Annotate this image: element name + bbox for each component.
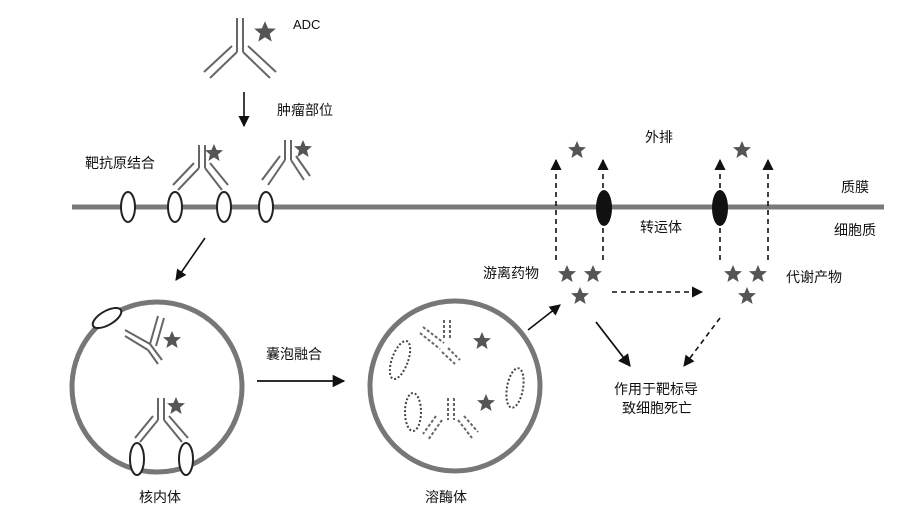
label-free-drug: 游离药物 xyxy=(483,266,539,282)
label-endosome: 核内体 xyxy=(139,490,181,506)
adc-payload-star-icon xyxy=(254,21,276,42)
lysosome xyxy=(367,298,543,474)
lysosome-fragment-left xyxy=(388,340,412,380)
endosome-receptor-bottom-left xyxy=(129,442,145,476)
label-target-effect-line1: 作用于靶标导 xyxy=(614,382,698,398)
free-drug-star-icon-2 xyxy=(584,265,602,282)
endosome xyxy=(69,299,245,475)
adc-antibody-top xyxy=(203,18,277,79)
antigen-receptor-2 xyxy=(167,191,183,223)
endosome-antibody-bottom xyxy=(134,398,189,443)
endosome-receptor-top xyxy=(91,306,123,330)
bound-antibody-1-star-icon xyxy=(205,144,223,161)
bound-antibody-2 xyxy=(261,140,311,186)
arrow-metabolite-to-effect xyxy=(683,317,721,367)
label-target-effect-line2: 致细胞死亡 xyxy=(622,401,692,417)
lysosome-fragment-bottom xyxy=(404,392,422,432)
lysosome-antibody-fragments xyxy=(419,320,479,441)
antigen-receptor-3 xyxy=(216,191,232,223)
antigen-receptor-4 xyxy=(258,191,274,223)
efflux-star-icon-right xyxy=(733,141,751,158)
endosome-receptor-bottom-right xyxy=(178,442,194,476)
label-cytoplasm: 细胞质 xyxy=(834,223,876,239)
free-drug-star-icon-1 xyxy=(558,265,576,282)
metabolite-star-icon-1 xyxy=(724,265,742,282)
metabolite-star-icon-3 xyxy=(738,287,756,304)
lysosome-fragment-right xyxy=(505,367,525,409)
endosome-antibody-top xyxy=(124,315,165,365)
metabolite-star-icon-2 xyxy=(749,265,767,282)
transporter-right xyxy=(712,190,728,226)
label-efflux: 外排 xyxy=(645,130,673,146)
arrow-release-drug xyxy=(527,304,561,331)
label-membrane: 质膜 xyxy=(841,180,869,196)
free-drug-star-icon-3 xyxy=(571,287,589,304)
label-metabolite: 代谢产物 xyxy=(786,270,842,286)
bound-antibody-1 xyxy=(172,145,229,191)
label-transporter: 转运体 xyxy=(640,220,682,236)
antigen-receptor-1 xyxy=(120,191,136,223)
label-adc: ADC xyxy=(293,17,321,32)
label-vesicle-fusion: 囊泡融合 xyxy=(266,347,322,363)
efflux-star-icon-left xyxy=(568,141,586,158)
label-antigen-binding: 靶抗原结合 xyxy=(85,156,155,172)
transporter-left xyxy=(596,190,612,226)
bound-antibody-2-star-icon xyxy=(294,140,312,157)
label-tumor-site: 肿瘤部位 xyxy=(277,103,333,119)
label-lysosome: 溶酶体 xyxy=(425,490,467,506)
arrow-to-endosome xyxy=(175,237,206,281)
arrow-to-target-effect xyxy=(595,321,631,367)
